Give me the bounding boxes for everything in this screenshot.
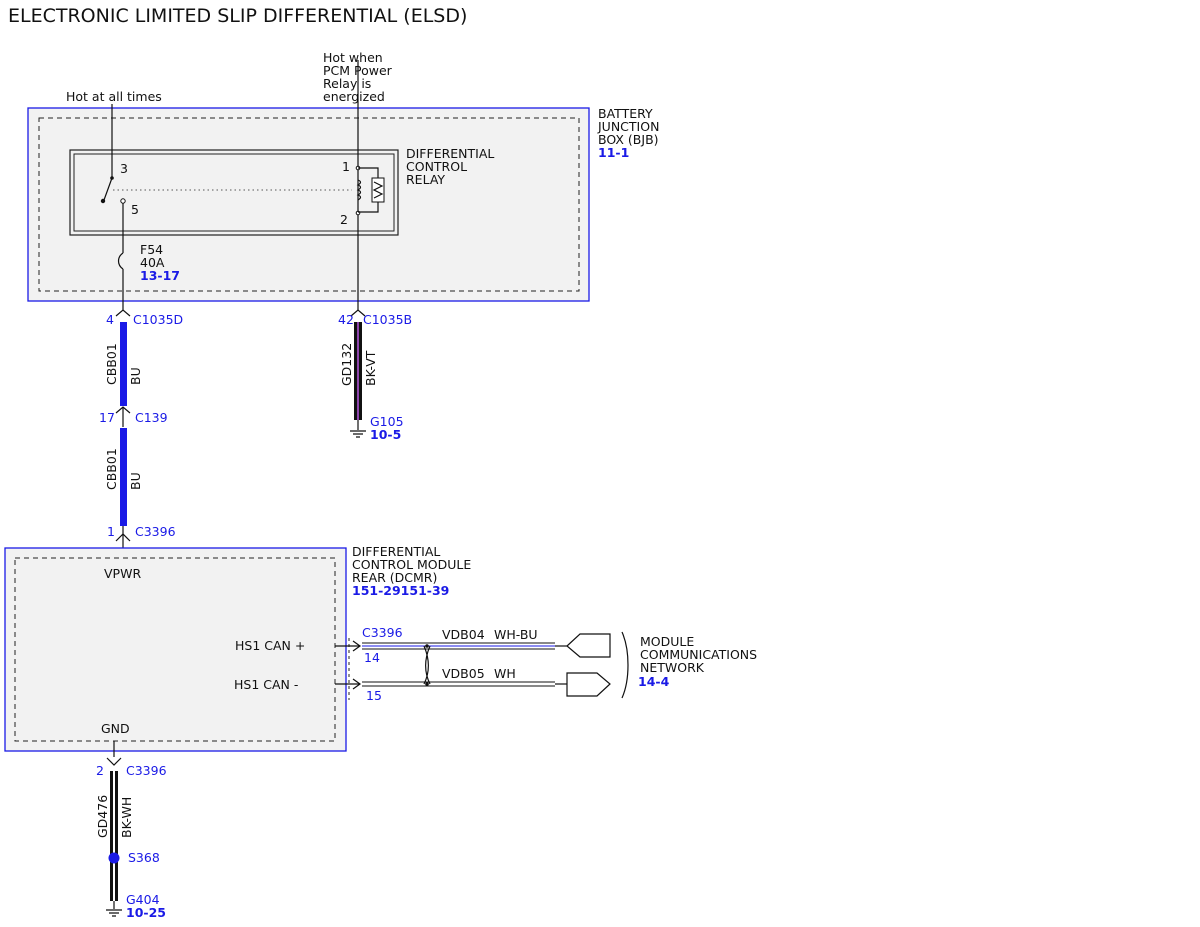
twisted-pair-top-dot [425,644,429,648]
relay-outline [69,149,399,236]
relay-pin-3: 3 [120,161,128,176]
wire-gd476-white-stripe[interactable] [113,771,115,901]
c1035d-name[interactable]: C1035D [133,312,183,327]
wire-cbb01-1-color: BU [128,367,143,385]
relay-label-line1: DIFFERENTIAL [406,146,494,161]
g105-ground-icon [350,430,366,438]
relay-pin-1: 1 [342,159,350,174]
network-bracket-icon [621,631,629,699]
g404-name[interactable]: G404 [126,892,160,907]
c3396-gnd-pin: 2 [96,763,104,778]
c1035b-connector-icon [350,309,366,317]
c3396-gnd-name[interactable]: C3396 [126,763,167,778]
c1035d-connector-icon [115,309,131,317]
relay-resistor-zigzag [372,181,384,199]
network-label-line2: COMMUNICATIONS [640,647,757,662]
wire-cbb01-segment-2[interactable] [120,428,127,526]
network-label-line3: NETWORK [640,660,705,675]
dcmr-pin-vpwr: VPWR [104,566,141,581]
c139-pin: 17 [99,410,115,425]
bjb-label-line1: BATTERY [598,106,653,121]
splice-s368-dot[interactable] [108,852,120,864]
bjb-outline [27,107,590,302]
c3396-vpwr-pin: 1 [107,524,115,539]
dcmr-outline [4,547,347,752]
relay-pin-2: 2 [340,212,348,227]
dcmr-pin-can-hi: HS1 CAN + [235,638,305,653]
diagram-title: ELECTRONIC LIMITED SLIP DIFFERENTIAL (EL… [8,5,467,27]
fuse-ref[interactable]: 13-17 [140,268,180,283]
c3396-can-pin-lo: 15 [366,688,382,703]
splice-s368-name[interactable]: S368 [128,850,160,865]
c3396-gnd-connector-icon [106,757,122,766]
c1035b-pin: 42 [338,312,354,327]
fuse-rating: 40A [140,255,165,270]
pcm-hot-line4: energized [323,89,385,104]
wire-gd476-circuit: GD476 [95,795,110,838]
twisted-pair-icon [423,645,431,685]
wire-gd476-black-stripe-right[interactable] [115,771,118,901]
bjb-ref[interactable]: 11-1 [598,145,629,160]
relay-label-line2: CONTROL [406,159,467,174]
bjb-label-line2: JUNCTION [597,119,659,134]
g105-name[interactable]: G105 [370,414,404,429]
bjb-label-line3: BOX (BJB) [598,132,659,147]
bjb-inner-dashed [38,117,580,292]
wire-cbb01-2-color: BU [128,472,143,490]
twisted-pair-bottom-dot [425,682,429,686]
wire-gd476-color: BK-WH [119,797,134,838]
g105-ref[interactable]: 10-5 [370,427,401,442]
wire-cbb01-segment-1[interactable] [120,322,127,406]
wire-gd476-black-stripe-left[interactable] [110,771,113,901]
wire-vdb04-color: WH-BU [494,627,538,642]
relay-inner-outline [73,153,395,232]
wire-cbb01-1-circuit: CBB01 [104,343,119,385]
wire-vdb05-circuit: VDB05 [442,666,485,681]
wire-gd132-black-stripe-right[interactable] [359,322,362,420]
dcmr-pin-can-lo: HS1 CAN - [234,677,298,692]
dcmr-pin-gnd: GND [101,721,130,736]
relay-label-line3: RELAY [406,172,445,187]
network-label-line1: MODULE [640,634,694,649]
wire-vdb04-circuit: VDB04 [442,627,485,642]
dcmr-label-line3: REAR (DCMR) [352,570,437,585]
can-lo-connector-icon [352,678,362,690]
g404-ground-icon [106,909,122,917]
wire-cbb01-2-circuit: CBB01 [104,448,119,490]
wire-gd132-black-stripe-left[interactable] [354,322,357,420]
relay-pin5-contact [120,198,126,204]
relay-resistor-icon [371,177,385,203]
c139-name[interactable]: C139 [135,410,168,425]
pcm-hot-line1: Hot when [323,50,383,65]
relay-pin-5: 5 [131,202,139,217]
relay-pin3-contact [110,176,114,180]
wire-gd132-circuit: GD132 [339,343,354,386]
relay-switch-pivot [100,198,106,204]
wire-gd132-violet-stripe[interactable] [357,322,359,420]
pcm-hot-line3: Relay is [323,76,371,91]
hot-at-all-times-label: Hot at all times [66,89,162,104]
dcmr-ref[interactable]: 151-29151-39 [352,583,449,598]
c1035b-name[interactable]: C1035B [363,312,412,327]
can-lo-bidirectional-arrow-icon [566,672,611,697]
c3396-can-pin-hi: 14 [364,650,380,665]
relay-switch-blade [103,177,113,201]
relay-diode-leads [358,167,379,213]
can-hi-connector-icon [352,640,362,652]
fuse-f54-symbol [117,252,124,270]
g404-ref[interactable]: 10-25 [126,905,166,920]
network-ref[interactable]: 14-4 [638,674,670,689]
wire-gd132-color: BK-VT [363,350,378,386]
wire-vdb05-color: WH [494,666,516,681]
relay-coil-icon [356,179,362,201]
c3396-can-name[interactable]: C3396 [362,625,403,640]
dcmr-label-line1: DIFFERENTIAL [352,544,440,559]
fuse-id: F54 [140,242,163,257]
dcmr-label-line2: CONTROL MODULE [352,557,471,572]
can-hi-bidirectional-arrow-icon [566,633,611,658]
c3396-vpwr-name[interactable]: C3396 [135,524,176,539]
c1035d-pin: 4 [106,312,114,327]
